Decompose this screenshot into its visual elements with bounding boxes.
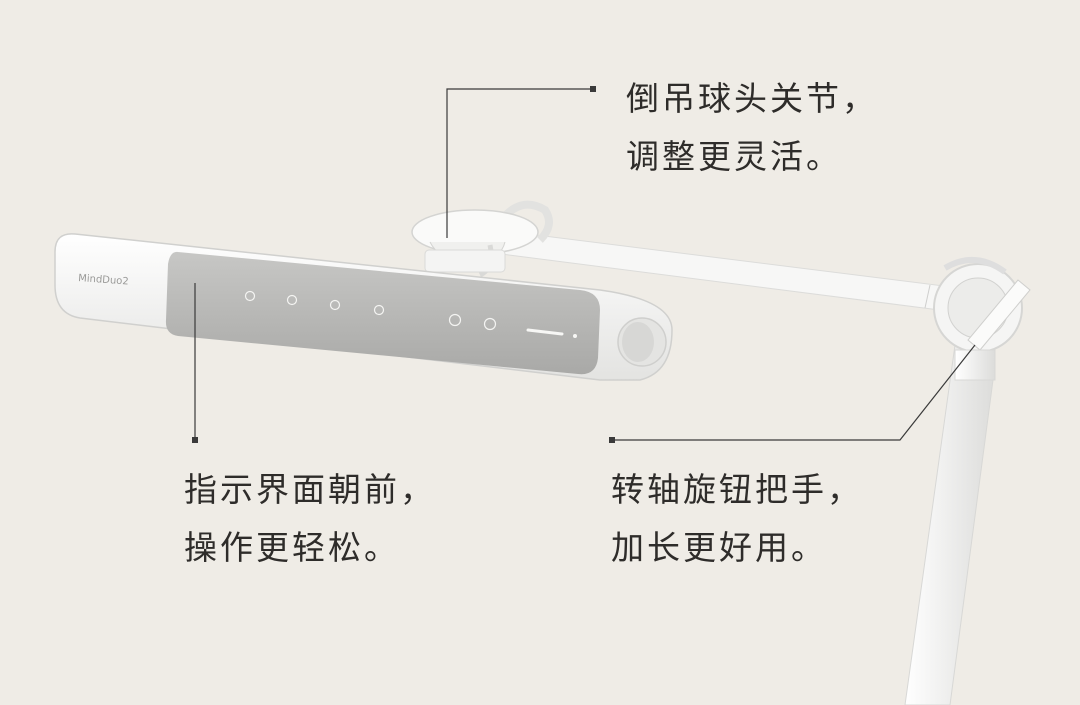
callout-rotation-knob: 转轴旋钮把手， 加长更好用。 [611, 461, 863, 577]
leader-line-dots [192, 86, 615, 443]
leader-dot-knob [609, 437, 615, 443]
rotation-knob-joint [933, 256, 1031, 381]
control-panel [165, 251, 600, 375]
callout-ball-head-joint: 倒吊球头关节， 调整更灵活。 [626, 70, 878, 186]
leader-dot-panel [192, 437, 198, 443]
leader-line-joint [446, 88, 593, 238]
smart-touch-icon [483, 317, 497, 331]
eye-care-touch-icon [329, 299, 341, 311]
lamp-pole [904, 344, 996, 705]
leader-dot-joint [590, 86, 596, 92]
callout-leader-lines [194, 88, 976, 441]
callout-line: 指示界面朝前， [184, 470, 436, 509]
power-touch-icon [448, 313, 462, 327]
indicator-dot [573, 334, 577, 338]
brightness-slider-bar [526, 328, 564, 336]
callout-control-panel: 指示界面朝前， 操作更轻松。 [184, 461, 436, 577]
timer-touch-icon [373, 304, 385, 316]
brand-label: MindDuo2 [78, 273, 129, 288]
ball-head-joint [411, 200, 553, 278]
callout-line: 调整更灵活。 [626, 137, 842, 176]
leader-line-knob [612, 344, 976, 441]
callout-line: 加长更好用。 [611, 528, 827, 567]
brightness-touch-icon [244, 290, 256, 302]
lamp-head-knob [617, 317, 667, 367]
callout-line: 转轴旋钮把手， [611, 470, 863, 509]
mode-touch-icon [286, 294, 298, 306]
callout-line: 倒吊球头关节， [626, 79, 878, 118]
callout-line: 操作更轻松。 [184, 528, 400, 567]
